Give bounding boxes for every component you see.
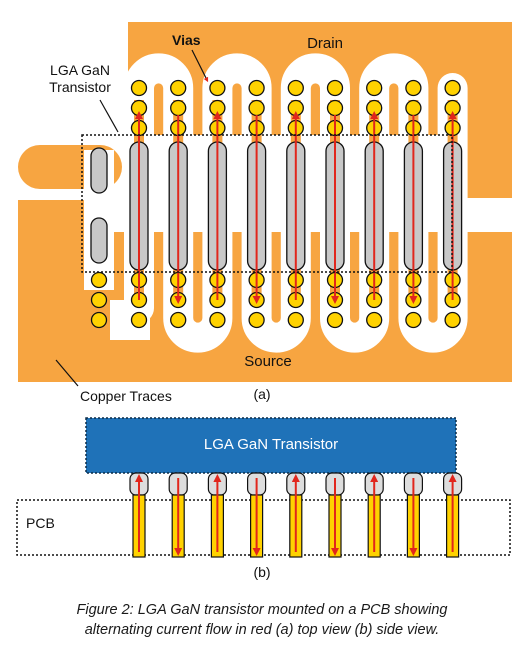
via <box>444 99 461 117</box>
copper-traces-label: Copper Traces <box>80 388 172 404</box>
top-view: Vias Drain LGA GaN Transistor Source Cop… <box>18 22 512 404</box>
via <box>444 311 461 329</box>
via <box>405 311 422 329</box>
vias-label: Vias <box>172 32 201 48</box>
via <box>405 99 422 117</box>
copper-traces-pointer <box>55 359 79 387</box>
via <box>366 99 383 117</box>
via <box>90 291 108 309</box>
current-arrows-top <box>135 111 457 304</box>
via <box>326 311 344 329</box>
via <box>90 271 108 289</box>
via <box>248 311 265 329</box>
via <box>405 79 422 97</box>
pad-left-bottom <box>90 217 108 264</box>
via <box>209 79 226 97</box>
via <box>170 99 187 117</box>
transistor-pointer <box>99 99 119 133</box>
via <box>444 79 461 97</box>
via <box>366 79 383 97</box>
side-view: LGA GaN Transistor PCB (b) <box>16 417 511 580</box>
via <box>130 79 148 97</box>
vias-pointer <box>191 49 209 83</box>
via <box>209 311 226 329</box>
side-columns <box>129 472 463 558</box>
caption-line-2: alternating current flow in red (a) top … <box>84 622 440 638</box>
via <box>287 79 304 97</box>
via <box>248 79 265 97</box>
pcb-label: PCB <box>26 515 55 531</box>
panel-b-label: (b) <box>253 564 270 580</box>
caption-line-1: Figure 2: LGA GaN transistor mounted on … <box>76 602 448 618</box>
pcb-outline <box>16 499 511 556</box>
via <box>170 79 187 97</box>
via <box>287 99 304 117</box>
via <box>366 311 383 329</box>
via <box>287 311 304 329</box>
via <box>170 311 187 329</box>
transistor-body <box>85 417 457 474</box>
pad-left-top <box>90 147 108 194</box>
drain-label: Drain <box>307 35 343 52</box>
via <box>130 311 148 329</box>
via <box>326 79 344 97</box>
via <box>209 99 226 117</box>
source-label: Source <box>244 353 292 370</box>
transistor-label-1: LGA GaN <box>50 62 110 78</box>
transistor-outline <box>81 134 453 273</box>
panel-a-label: (a) <box>253 386 270 402</box>
via <box>130 99 148 117</box>
transistor-body-label: LGA GaN Transistor <box>204 436 338 453</box>
via <box>326 99 344 117</box>
via <box>90 311 108 329</box>
transistor-label-2: Transistor <box>49 79 111 95</box>
via <box>248 99 265 117</box>
